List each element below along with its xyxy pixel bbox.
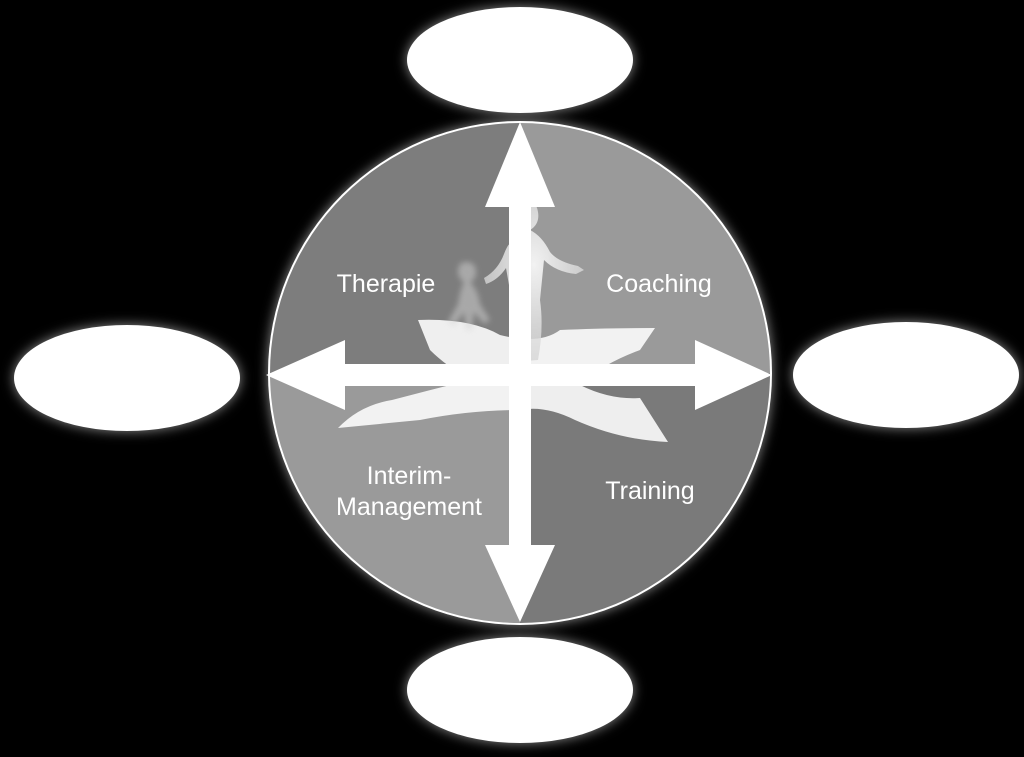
oval-right xyxy=(793,322,1019,428)
horizontal-arrow xyxy=(266,340,772,410)
ghost-figure-icon xyxy=(448,262,490,330)
quadrant-label-interim-line2: Management xyxy=(336,493,482,521)
walking-figure-icon xyxy=(484,199,584,362)
quadrant-label-interim-line1: Interim- xyxy=(367,462,452,490)
quadrant-label-training: Training xyxy=(605,477,694,505)
quadrant-label-therapie: Therapie xyxy=(337,270,436,298)
quadrant-label-coaching: Coaching xyxy=(606,270,712,298)
oval-bottom xyxy=(407,637,633,743)
oval-left xyxy=(14,325,240,431)
oval-top xyxy=(407,7,633,113)
